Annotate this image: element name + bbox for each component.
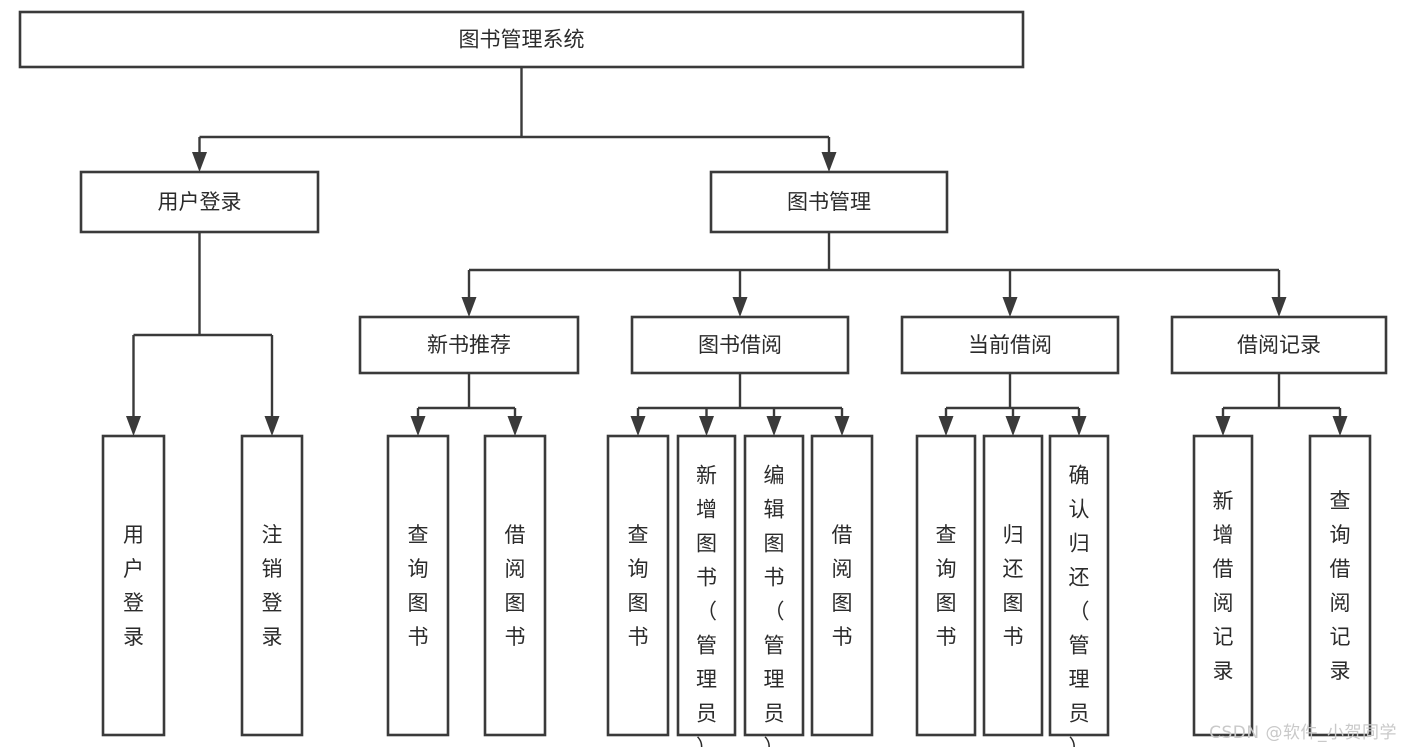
arrow-head-icon: [821, 152, 837, 172]
node-l2c[interactable]: 当前借阅: [900, 315, 1120, 375]
node-root[interactable]: 图书管理系统: [18, 10, 1025, 69]
edges-layer: [126, 67, 1348, 436]
arrow-head-icon: [699, 416, 714, 436]
arrow-head-icon: [264, 416, 280, 436]
arrow-head-icon: [410, 416, 426, 436]
node-box: [1048, 434, 1110, 737]
arrow-head-icon: [1071, 416, 1087, 436]
node-l2a[interactable]: 新书推荐: [358, 315, 580, 375]
node-leaf11[interactable]: 确认归还（管理员）: [1048, 434, 1110, 747]
node-label: 新增图书（管理员）: [696, 463, 717, 747]
node-box: [630, 315, 850, 375]
node-box: [900, 315, 1120, 375]
arrow-head-icon: [766, 416, 782, 436]
arrow-head-icon: [1215, 416, 1231, 436]
arrow-head-icon: [732, 297, 748, 317]
node-box: [1192, 434, 1254, 737]
node-box: [358, 315, 580, 375]
node-label: 借阅记录: [1237, 333, 1321, 357]
arrow-head-icon: [1005, 416, 1021, 436]
node-label: 查询图书: [408, 523, 429, 649]
node-label: 归还图书: [1003, 523, 1024, 649]
node-leaf3[interactable]: 查询图书: [386, 434, 450, 737]
arrow-head-icon: [461, 297, 477, 317]
node-l1b[interactable]: 图书管理: [709, 170, 949, 234]
node-box: [18, 10, 1025, 69]
arrow-head-icon: [1002, 297, 1018, 317]
node-label: 用户登录: [158, 190, 242, 214]
node-leaf13[interactable]: 查询借阅记录: [1308, 434, 1372, 737]
node-label: 查询图书: [936, 523, 957, 649]
node-label: 图书管理系统: [459, 28, 585, 52]
node-l2b[interactable]: 图书借阅: [630, 315, 850, 375]
node-label: 查询借阅记录: [1330, 489, 1351, 683]
node-label: 图书管理: [787, 190, 871, 214]
node-box: [101, 434, 166, 737]
node-box: [606, 434, 670, 737]
node-leaf4[interactable]: 借阅图书: [483, 434, 547, 737]
node-box: [386, 434, 450, 737]
node-box: [1170, 315, 1388, 375]
node-leaf8[interactable]: 借阅图书: [810, 434, 874, 737]
node-label: 用户登录: [123, 523, 144, 649]
node-box: [709, 170, 949, 234]
node-box: [743, 434, 805, 737]
node-box: [982, 434, 1044, 737]
node-label: 注销登录: [262, 523, 283, 649]
node-label: 借阅图书: [832, 523, 853, 649]
node-box: [483, 434, 547, 737]
node-leaf5[interactable]: 查询图书: [606, 434, 670, 737]
node-box: [79, 170, 320, 234]
node-box: [810, 434, 874, 737]
node-label: 当前借阅: [968, 333, 1052, 357]
arrow-head-icon: [507, 416, 523, 436]
nodes-layer: 图书管理系统用户登录图书管理新书推荐图书借阅当前借阅借阅记录用户登录注销登录查询…: [18, 10, 1388, 747]
node-leaf7[interactable]: 编辑图书（管理员）: [743, 434, 805, 747]
node-label: 新书推荐: [427, 333, 511, 357]
node-l1a[interactable]: 用户登录: [79, 170, 320, 234]
arrow-head-icon: [630, 416, 646, 436]
node-leaf1[interactable]: 用户登录: [101, 434, 166, 737]
node-l2d[interactable]: 借阅记录: [1170, 315, 1388, 375]
node-leaf10[interactable]: 归还图书: [982, 434, 1044, 737]
node-label: 图书借阅: [698, 333, 782, 357]
node-label: 查询图书: [628, 523, 649, 649]
node-label: 编辑图书（管理员）: [764, 463, 785, 747]
node-leaf6[interactable]: 新增图书（管理员）: [676, 434, 737, 747]
watermark: CSDN @软件_小贺同学: [1209, 723, 1397, 743]
node-box: [915, 434, 977, 737]
node-box: [1308, 434, 1372, 737]
node-leaf2[interactable]: 注销登录: [240, 434, 304, 737]
arrow-head-icon: [126, 416, 141, 436]
arrow-head-icon: [834, 416, 850, 436]
node-box: [676, 434, 737, 737]
node-label: 确认归还（管理员）: [1069, 463, 1090, 747]
node-leaf9[interactable]: 查询图书: [915, 434, 977, 737]
arrow-head-icon: [192, 152, 207, 172]
node-label: 借阅图书: [505, 523, 526, 649]
node-label: 新增借阅记录: [1213, 489, 1234, 683]
arrow-head-icon: [1271, 297, 1287, 317]
node-leaf12[interactable]: 新增借阅记录: [1192, 434, 1254, 737]
arrow-head-icon: [938, 416, 954, 436]
arrow-head-icon: [1332, 416, 1348, 436]
node-box: [240, 434, 304, 737]
